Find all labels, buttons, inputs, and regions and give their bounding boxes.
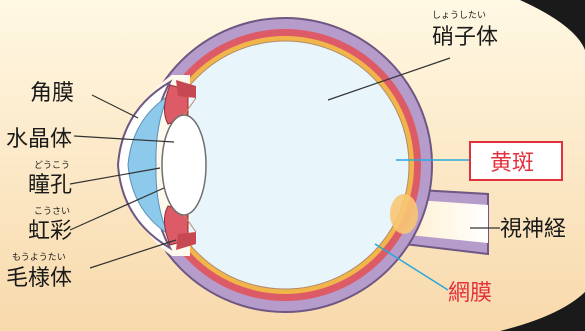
label-lens: 水晶体 — [6, 127, 72, 152]
optic-disc — [390, 194, 418, 234]
label-pupil: 瞳孔 — [28, 173, 72, 198]
label-cornea: 角膜 — [30, 81, 74, 106]
label-iris-ruby: こうさい — [34, 206, 70, 217]
label-vitreous: 硝子体 — [432, 25, 498, 50]
label-retina: 網膜 — [448, 281, 492, 306]
label-pupil-ruby: どうこう — [34, 160, 70, 171]
label-macula: 黄斑 — [490, 151, 534, 176]
label-vitreous-ruby: しょうしたい — [432, 10, 486, 21]
label-optic-nerve: 視神経 — [500, 217, 566, 242]
label-iris: 虹彩 — [28, 219, 72, 244]
label-ciliary: 毛様体 — [6, 266, 72, 291]
crystalline-lens — [162, 115, 206, 215]
label-ciliary-ruby: もうようたい — [12, 252, 66, 263]
